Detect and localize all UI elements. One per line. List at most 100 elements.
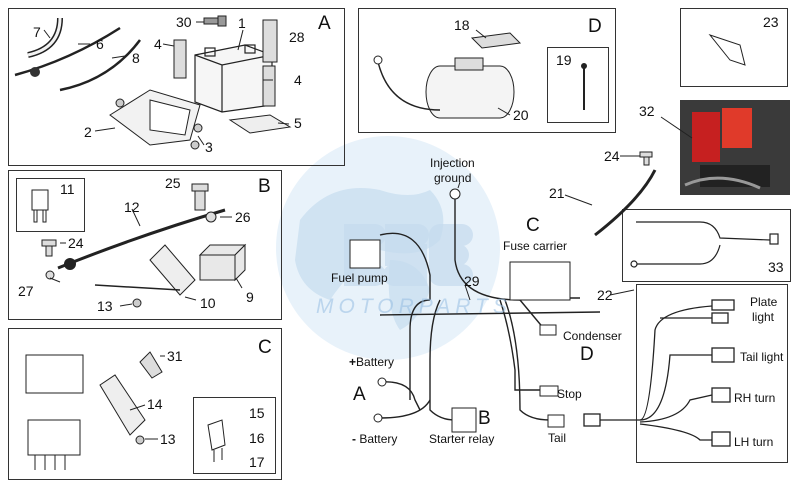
group-label-d: D (588, 16, 602, 37)
screws-part-3 (115, 98, 203, 150)
part-11-box (16, 178, 85, 232)
part-number-16: 16 (249, 430, 265, 446)
fuse-part-15-17 (207, 419, 226, 462)
battery-minus-terminal (373, 413, 383, 423)
part-number-28: 28 (289, 29, 305, 45)
harness-part-22 (583, 299, 735, 447)
injection-ground-terminal (449, 188, 461, 200)
part-number-24b: 24 (604, 148, 620, 164)
leader-lines (43, 21, 693, 440)
label-rh-turn: RH turn (734, 391, 776, 405)
group-c-box (8, 328, 282, 480)
harness-label-c: C (526, 215, 540, 236)
plate-part-18 (470, 32, 522, 49)
label-fuel-pump: Fuel pump (331, 271, 388, 285)
part-number-14: 14 (147, 396, 163, 412)
part-number-6: 6 (96, 36, 104, 52)
part-23-box (680, 8, 788, 87)
label-plate-light-1: Plate (750, 295, 778, 309)
label-minus-battery: - Battery (352, 432, 398, 446)
plus-battery-text: Battery (356, 355, 395, 369)
part-33-box (622, 209, 791, 282)
part-number-11: 11 (60, 181, 75, 197)
wire-part-10 (94, 284, 181, 291)
part-number-15: 15 (249, 405, 265, 421)
tray-part-2 (109, 89, 201, 146)
battery-part-1 (194, 44, 273, 113)
part-number-2: 2 (84, 124, 92, 140)
part-32-photo-details (684, 108, 770, 190)
part-number-17: 17 (249, 454, 265, 470)
label-stop: Stop (557, 387, 582, 401)
fuse-part-11 (31, 189, 49, 223)
clip-part-23 (708, 33, 746, 66)
label-injection-ground-1: Injection (430, 156, 475, 170)
pad-part-4a (173, 39, 187, 79)
condenser-connector (539, 324, 557, 336)
bolt-part-30 (203, 15, 227, 27)
part-number-9: 9 (246, 289, 254, 305)
fuse-carrier-part-c (509, 261, 571, 301)
relay-part-9 (198, 243, 247, 282)
harness-part-33 (630, 221, 779, 268)
group-label-b: B (258, 176, 271, 197)
minus-battery-text: Battery (359, 432, 398, 446)
fuel-pump-connector (349, 239, 381, 269)
part-number-25: 25 (165, 175, 181, 191)
label-lh-turn: LH turn (734, 435, 774, 449)
starter-relay-connector (451, 407, 477, 433)
cable-part-8 (59, 39, 141, 92)
clip-part-31 (139, 351, 163, 379)
part-number-29: 29 (464, 273, 480, 289)
wire-part-20 (377, 61, 441, 111)
stop-connector (539, 385, 559, 397)
label-starter-relay: Starter relay (429, 432, 495, 446)
group-label-c: C (258, 337, 272, 358)
cable-part-12 (57, 208, 226, 270)
harness-label-b: B (478, 408, 491, 429)
part-number-8: 8 (132, 50, 140, 66)
part-number-3: 3 (205, 139, 213, 155)
part-number-24a: 24 (68, 235, 84, 251)
watermark-text: MOTORPARTS (316, 295, 512, 318)
nut-part-13a (132, 298, 142, 308)
canister-part-20 (425, 57, 515, 119)
part-number-33: 33 (768, 259, 784, 275)
label-condenser: Condenser (563, 329, 622, 343)
part-22-box (636, 284, 788, 463)
part-number-12: 12 (124, 199, 140, 215)
bolt-part-24a (41, 239, 57, 257)
part-number-30: 30 (176, 14, 192, 30)
bolt-part-24b (639, 151, 653, 166)
part-number-5: 5 (294, 115, 302, 131)
part-number-4a: 4 (154, 36, 162, 52)
harness-label-a: A (353, 384, 366, 405)
part-number-10: 10 (200, 295, 216, 311)
group-a-box (8, 8, 345, 166)
washer-part-26 (205, 211, 217, 223)
group-d-box (358, 8, 616, 133)
cable-part-21 (594, 169, 657, 237)
part-number-13a: 13 (97, 298, 113, 314)
part-number-18: 18 (454, 17, 470, 33)
battery-plus-terminal (377, 377, 387, 387)
part-19-box (547, 47, 609, 123)
washer-part-27 (45, 270, 55, 280)
part-number-20: 20 (513, 107, 529, 123)
group-label-a: A (318, 13, 331, 34)
part-number-19: 19 (556, 52, 572, 68)
label-plate-light-2: light (752, 310, 775, 324)
tube-part-7-inner (27, 17, 62, 57)
fuse-carrier-part (25, 354, 84, 470)
label-injection-ground-2: ground (434, 171, 472, 185)
part-number-7: 7 (33, 24, 41, 40)
part-number-4b: 4 (294, 72, 302, 88)
bolt-part-25 (191, 183, 209, 211)
label-tail: Tail (548, 431, 567, 445)
part-15-17-box (193, 397, 276, 474)
part-number-1: 1 (238, 15, 246, 31)
bracket-part-14 (99, 374, 146, 436)
label-plus-battery: +Battery (349, 355, 395, 369)
bracket-part-10 (149, 244, 196, 296)
